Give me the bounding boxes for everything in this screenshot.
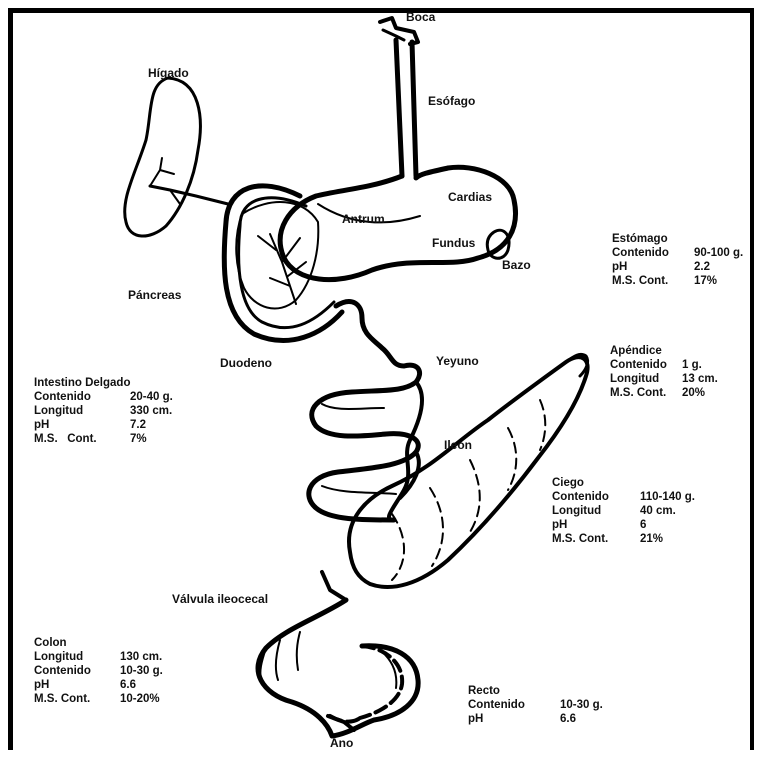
info-estomago: Estómago Contenido90-100 g. pH2.2 M.S. C… bbox=[612, 232, 743, 288]
info-row: pH6.6 bbox=[34, 678, 163, 692]
liver bbox=[125, 78, 201, 236]
info-row: pH6 bbox=[552, 518, 695, 532]
label-antrum: Antrum bbox=[342, 212, 385, 226]
rectum bbox=[330, 646, 402, 722]
info-intestino-delgado: Intestino Delgado Contenido20-40 g. Long… bbox=[34, 376, 173, 446]
label-ano: Ano bbox=[330, 736, 353, 750]
label-valvula-ileocecal: Válvula ileocecal bbox=[172, 592, 268, 606]
label-higado: Hígado bbox=[148, 66, 189, 80]
info-row: Contenido20-40 g. bbox=[34, 390, 173, 404]
info-row: Contenido90-100 g. bbox=[612, 246, 743, 260]
info-ciego-title: Ciego bbox=[552, 476, 695, 490]
info-estomago-title: Estómago bbox=[612, 232, 743, 246]
esophagus-wall bbox=[412, 42, 416, 176]
info-row: Contenido10-30 g. bbox=[34, 664, 163, 678]
info-row: Longitud40 cm. bbox=[552, 504, 695, 518]
pancreas-outline bbox=[236, 202, 318, 308]
info-row: Longitud330 cm. bbox=[34, 404, 173, 418]
liver-vessels bbox=[150, 158, 180, 204]
info-row: pH6.6 bbox=[468, 712, 603, 726]
label-duodeno: Duodeno bbox=[220, 356, 272, 370]
label-cardias: Cardias bbox=[448, 190, 492, 204]
ileocecal-valve bbox=[322, 572, 346, 600]
info-row: Longitud13 cm. bbox=[610, 372, 718, 386]
jejunum-inner bbox=[322, 404, 396, 494]
info-recto: Recto Contenido10-30 g. pH6.6 bbox=[468, 684, 603, 726]
mouth-opening-inner bbox=[383, 30, 404, 40]
info-row: Contenido110-140 g. bbox=[552, 490, 695, 504]
info-apendice-title: Apéndice bbox=[610, 344, 718, 358]
info-row: Contenido1 g. bbox=[610, 358, 718, 372]
info-row: Contenido10-30 g. bbox=[468, 698, 603, 712]
info-row: M.S. Cont.10-20% bbox=[34, 692, 163, 706]
info-recto-title: Recto bbox=[468, 684, 603, 698]
label-fundus: Fundus bbox=[432, 236, 475, 250]
colon-haustra bbox=[260, 632, 396, 688]
label-yeyuno: Yeyuno bbox=[436, 354, 479, 368]
info-row: M.S. Cont.21% bbox=[552, 532, 695, 546]
info-row: M.S. Cont.20% bbox=[610, 386, 718, 400]
label-esofago: Esófago bbox=[428, 94, 475, 108]
info-intestino-title: Intestino Delgado bbox=[34, 376, 173, 390]
info-row: Longitud130 cm. bbox=[34, 650, 163, 664]
label-bazo: Bazo bbox=[502, 258, 531, 272]
info-row: M.S. Cont.7% bbox=[34, 432, 173, 446]
info-row: pH2.2 bbox=[612, 260, 743, 274]
ileum bbox=[389, 382, 422, 520]
info-row: M.S. Cont.17% bbox=[612, 274, 743, 288]
label-ileon: Ileon bbox=[444, 438, 472, 452]
info-colon: Colon Longitud130 cm. Contenido10-30 g. … bbox=[34, 636, 163, 706]
esophagus bbox=[396, 40, 402, 176]
info-row: pH7.2 bbox=[34, 418, 173, 432]
label-pancreas: Páncreas bbox=[128, 288, 181, 302]
info-colon-title: Colon bbox=[34, 636, 163, 650]
info-apendice: Apéndice Contenido1 g. Longitud13 cm. M.… bbox=[610, 344, 718, 400]
label-boca: Boca bbox=[406, 10, 435, 24]
info-ciego: Ciego Contenido110-140 g. Longitud40 cm.… bbox=[552, 476, 695, 546]
